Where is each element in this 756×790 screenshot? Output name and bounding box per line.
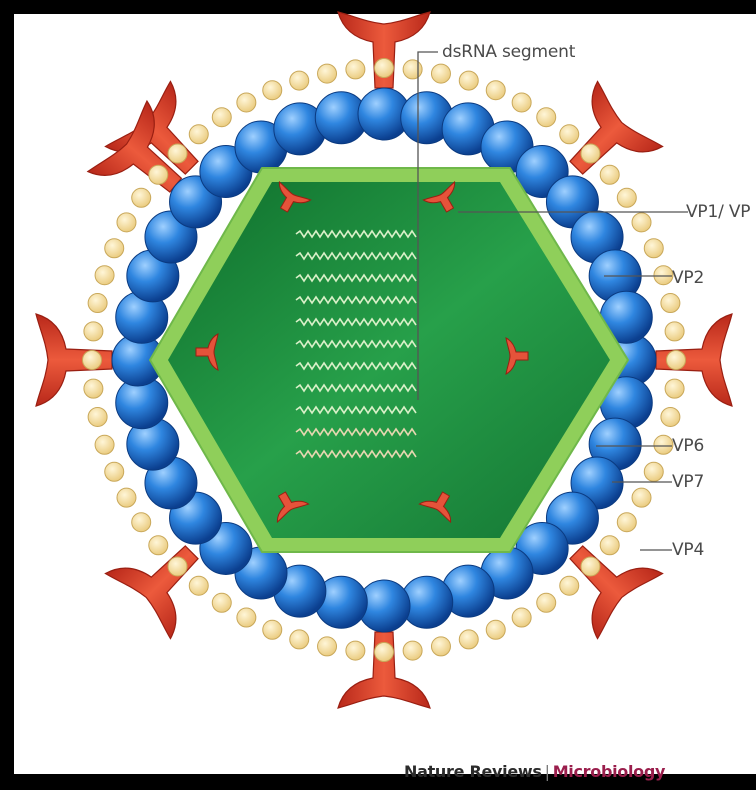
vp7-bead [83, 351, 102, 370]
vp7-bead [632, 213, 651, 232]
vp7-bead [403, 641, 422, 660]
label-vp1-vp3: VP1/ VP [686, 202, 750, 222]
vp7-bead [263, 81, 282, 100]
vp7-bead [431, 637, 450, 656]
vp7-bead [375, 643, 394, 662]
vp7-bead [617, 513, 636, 532]
vp7-bead [644, 239, 663, 258]
vp7-bead [237, 608, 256, 627]
vp7-bead [617, 188, 636, 207]
vp7-bead [95, 266, 114, 285]
vp7-bead [117, 213, 136, 232]
label-dsrna-segment: dsRNA segment [442, 42, 575, 62]
vp7-bead [88, 294, 107, 313]
vp7-bead [290, 630, 309, 649]
credit-journal: Microbiology [553, 762, 665, 781]
vp7-bead [117, 488, 136, 507]
vp7-bead [661, 407, 680, 426]
vp7-bead [346, 60, 365, 79]
vp7-bead [644, 462, 663, 481]
label-vp6: VP6 [672, 436, 704, 456]
vp7-bead [95, 435, 114, 454]
vp7-bead [581, 144, 600, 163]
vp7-bead [149, 536, 168, 555]
vp7-bead [512, 93, 531, 112]
vp7-bead [84, 379, 103, 398]
vp7-bead [132, 513, 151, 532]
vp7-bead [189, 576, 208, 595]
vp7-bead [459, 630, 478, 649]
label-vp7: VP7 [672, 472, 704, 492]
vp7-bead [654, 435, 673, 454]
vp7-bead [105, 239, 124, 258]
vp7-bead [654, 266, 673, 285]
vp7-bead [168, 144, 187, 163]
vp7-bead [600, 165, 619, 184]
vp7-bead [431, 64, 450, 83]
vp7-bead [459, 71, 478, 90]
vp7-bead [512, 608, 531, 627]
vp7-bead [667, 351, 686, 370]
vp7-bead [375, 59, 394, 78]
vp7-bead [560, 576, 579, 595]
credit-separator: | [542, 762, 553, 781]
vp7-bead [665, 322, 684, 341]
vp7-bead [600, 536, 619, 555]
vp7-bead [661, 294, 680, 313]
vp7-bead [263, 620, 282, 639]
vp7-bead [168, 557, 187, 576]
vp7-bead [560, 125, 579, 144]
vp7-bead [290, 71, 309, 90]
vp7-bead [486, 620, 505, 639]
vp7-bead [212, 108, 231, 127]
vp7-bead [581, 557, 600, 576]
vp7-bead [318, 637, 337, 656]
vp7-bead [189, 125, 208, 144]
vp7-bead [318, 64, 337, 83]
vp7-bead [149, 165, 168, 184]
vp7-bead [403, 60, 422, 79]
vp7-bead [212, 593, 231, 612]
vp7-bead [537, 593, 556, 612]
credit-publisher: Nature Reviews [404, 762, 542, 781]
vp7-bead [84, 322, 103, 341]
vp7-bead [88, 407, 107, 426]
vp7-bead [132, 188, 151, 207]
vp7-bead [486, 81, 505, 100]
source-credit: Nature Reviews|Microbiology [404, 762, 665, 781]
vp7-bead [632, 488, 651, 507]
label-vp2: VP2 [672, 268, 704, 288]
label-vp4: VP4 [672, 540, 704, 560]
vp7-bead [665, 379, 684, 398]
vp7-bead [537, 108, 556, 127]
vp7-bead [237, 93, 256, 112]
vp7-bead [346, 641, 365, 660]
vp7-bead [105, 462, 124, 481]
